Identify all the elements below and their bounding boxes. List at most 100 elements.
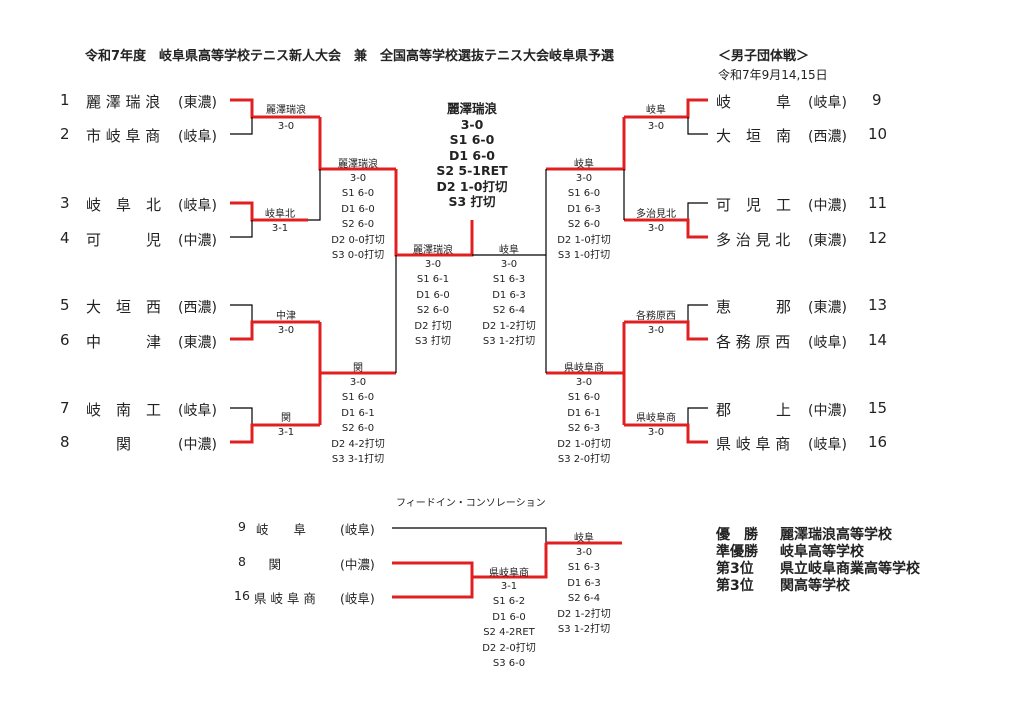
team-name: 関 bbox=[86, 435, 132, 453]
seed-number: 5 bbox=[60, 296, 70, 314]
round1-winner: 麗澤瑞浪 bbox=[266, 105, 306, 116]
category-label: ＜男子団体戦＞ bbox=[718, 49, 810, 64]
round1-score: 3-0 bbox=[277, 325, 295, 336]
team-name: 県 岐 阜 商 bbox=[716, 435, 791, 453]
consolation-winner: 県岐阜商 bbox=[489, 568, 529, 579]
semi-winner: 岐阜 bbox=[499, 245, 519, 256]
bracket-win-line bbox=[230, 320, 320, 341]
bracket-win-line bbox=[230, 201, 308, 222]
team-region: (中濃) bbox=[808, 403, 847, 419]
seed-number: 3 bbox=[60, 194, 70, 212]
bracket-win-line bbox=[394, 169, 474, 257]
team-name: 恵 那 bbox=[716, 298, 792, 316]
team-name: 可 児 bbox=[86, 231, 162, 249]
semi-winner: 麗澤瑞浪 bbox=[413, 245, 453, 256]
date-label: 令和7年9月14,15日 bbox=[718, 68, 828, 82]
round2-winner: 関 bbox=[353, 363, 363, 374]
team-region: (中濃) bbox=[178, 437, 217, 453]
bracket-win-line bbox=[624, 98, 708, 119]
team-region: (中濃) bbox=[340, 557, 375, 572]
team-name: 大 垣 西 bbox=[86, 298, 162, 316]
team-region: (西濃) bbox=[808, 129, 847, 145]
round2-winner: 麗澤瑞浪 bbox=[338, 159, 378, 170]
seed-number: 14 bbox=[868, 331, 888, 349]
team-name: 市 岐 阜 商 bbox=[86, 127, 161, 145]
bracket-win-line bbox=[392, 577, 474, 599]
round2-winner: 岐阜 bbox=[574, 159, 594, 170]
consolation-title: フィードイン・コンソレーション bbox=[396, 498, 546, 509]
seed-number: 4 bbox=[60, 229, 70, 247]
standing-row: 第3位県立岐阜商業高等学校 bbox=[716, 561, 920, 577]
seed-number: 1 bbox=[60, 91, 70, 109]
team-region: (東濃) bbox=[808, 300, 847, 316]
bracket-line bbox=[687, 202, 708, 220]
round1-winner: 県岐阜商 bbox=[636, 413, 676, 424]
team-region: (東濃) bbox=[808, 233, 847, 249]
round1-score: 3-0 bbox=[277, 121, 295, 132]
round1-score: 3-0 bbox=[647, 223, 665, 234]
bracket-win-line bbox=[624, 218, 708, 239]
round1-winner: 関 bbox=[281, 413, 291, 424]
standing-row: 準優勝岐阜高等学校 bbox=[716, 544, 864, 560]
team-name: 麗 澤 瑞 浪 bbox=[86, 93, 161, 111]
seed-number: 12 bbox=[868, 229, 888, 247]
round1-score: 3-0 bbox=[647, 427, 665, 438]
team-region: (中濃) bbox=[808, 198, 847, 214]
team-region: (岐阜) bbox=[808, 95, 847, 111]
seed-number: 2 bbox=[60, 125, 70, 143]
team-region: (東濃) bbox=[178, 95, 217, 111]
team-region: (西濃) bbox=[178, 300, 217, 316]
team-name: 岐 南 工 bbox=[86, 401, 162, 419]
round1-winner: 各務原西 bbox=[636, 311, 676, 322]
seed-number: 16 bbox=[234, 588, 250, 603]
bracket-line bbox=[687, 117, 708, 135]
standing-row: 優 勝麗澤瑞浪高等学校 bbox=[716, 527, 892, 543]
bracket-win-line bbox=[624, 423, 708, 444]
round1-score: 3-0 bbox=[647, 121, 665, 132]
team-name: 関 bbox=[256, 557, 282, 572]
seed-number: 6 bbox=[60, 331, 70, 349]
team-region: (岐阜) bbox=[340, 522, 375, 537]
round1-winner: 多治見北 bbox=[636, 209, 676, 220]
seed-number: 15 bbox=[868, 399, 888, 417]
bracket-line bbox=[687, 304, 708, 322]
team-region: (岐阜) bbox=[178, 129, 217, 145]
bracket-line bbox=[230, 220, 253, 238]
bracket-line bbox=[230, 407, 253, 425]
bracket-line bbox=[687, 407, 708, 425]
final-standings: 優 勝麗澤瑞浪高等学校 準優勝岐阜高等学校 第3位県立岐阜商業高等学校 第3位関… bbox=[716, 527, 920, 595]
team-region: (岐阜) bbox=[178, 198, 217, 214]
round1-winner: 岐阜 bbox=[646, 105, 666, 116]
bracket-line bbox=[308, 169, 321, 221]
team-region: (中濃) bbox=[178, 233, 217, 249]
team-name: 多 治 見 北 bbox=[716, 231, 791, 249]
round1-score: 3-0 bbox=[647, 325, 665, 336]
seed-number: 13 bbox=[868, 296, 888, 314]
team-name: 県 岐 阜 商 bbox=[254, 591, 316, 606]
bracket-win-line bbox=[230, 423, 320, 444]
team-name: 中 津 bbox=[86, 333, 162, 351]
round1-winner: 中津 bbox=[276, 311, 296, 322]
team-region: (岐阜) bbox=[178, 403, 217, 419]
round1-score: 3-1 bbox=[277, 427, 295, 438]
round1-winner: 岐阜北 bbox=[265, 209, 295, 220]
team-name: 大 垣 南 bbox=[716, 127, 792, 145]
round1-score: 3-1 bbox=[271, 223, 289, 234]
consolation-winner: 岐阜 bbox=[574, 533, 594, 544]
seed-number: 7 bbox=[60, 399, 70, 417]
seed-number: 9 bbox=[872, 91, 882, 109]
page-title: 令和7年度 岐阜県高等学校テニス新人大会 兼 全国高等学校選抜テニス大会岐阜県予… bbox=[85, 49, 615, 64]
seed-number: 8 bbox=[60, 433, 70, 451]
round2-winner: 県岐阜商 bbox=[564, 363, 604, 374]
bracket-win-line bbox=[624, 320, 708, 341]
seed-number: 16 bbox=[868, 433, 888, 451]
